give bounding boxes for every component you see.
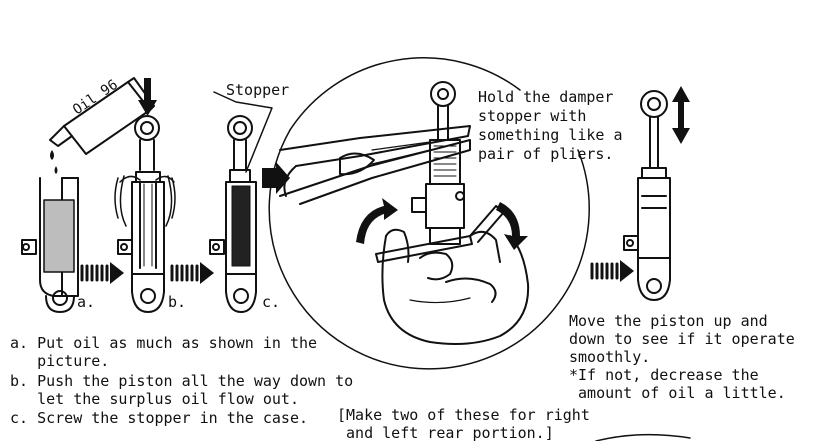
direction-arrow-icon xyxy=(590,260,634,282)
damper-assembly-c xyxy=(209,115,257,313)
damper-closeup xyxy=(411,81,465,245)
damper-case-a xyxy=(21,177,79,313)
hold-note-line: stopper with xyxy=(478,107,587,125)
rotate-arrow-icon xyxy=(356,198,528,250)
oil-drops-icon xyxy=(50,150,58,174)
direction-arrow-icon xyxy=(170,262,214,284)
move-note-line: down to see if it operate xyxy=(569,330,795,348)
pliers-icon xyxy=(279,125,471,205)
hold-note-line: Hold the damper xyxy=(478,88,614,106)
figure-label-c: c. xyxy=(262,293,281,311)
move-note-line: smoothly. xyxy=(569,348,651,366)
assembled-damper xyxy=(623,90,671,301)
step-a-line: a. Put oil as much as shown in the xyxy=(10,334,318,352)
step-a-line: picture. xyxy=(10,352,110,370)
figure-label-a: a. xyxy=(77,293,96,311)
figure-label-b: b. xyxy=(168,293,187,311)
hand-icon xyxy=(381,228,530,345)
up-down-arrow-icon xyxy=(672,86,690,144)
detail-circle xyxy=(268,57,590,370)
stopper-label: Stopper xyxy=(226,81,290,99)
stopper-pointer-line xyxy=(213,91,273,173)
hold-note-line: pair of pliers. xyxy=(478,145,614,163)
direction-arrow-icon xyxy=(80,262,124,284)
push-down-arrow-icon xyxy=(138,78,157,116)
step-b-line: let the surplus oil flow out. xyxy=(10,390,299,408)
arrow-to-detail-icon xyxy=(262,162,290,194)
damper-assembly-b xyxy=(114,115,176,313)
step-c-line: c. Screw the stopper in the case. xyxy=(10,409,309,427)
next-figure-arc xyxy=(595,433,691,441)
footnote-line: [Make two of these for right xyxy=(337,406,590,424)
footnote-line: and left rear portion.] xyxy=(337,424,554,442)
hold-note-line: something like a xyxy=(478,126,623,144)
step-b-line: b. Push the piston all the way down to xyxy=(10,372,354,390)
move-note-line: *If not, decrease the xyxy=(569,366,759,384)
move-note-line: amount of oil a little. xyxy=(569,384,786,402)
move-note-line: Move the piston up and xyxy=(569,312,768,330)
